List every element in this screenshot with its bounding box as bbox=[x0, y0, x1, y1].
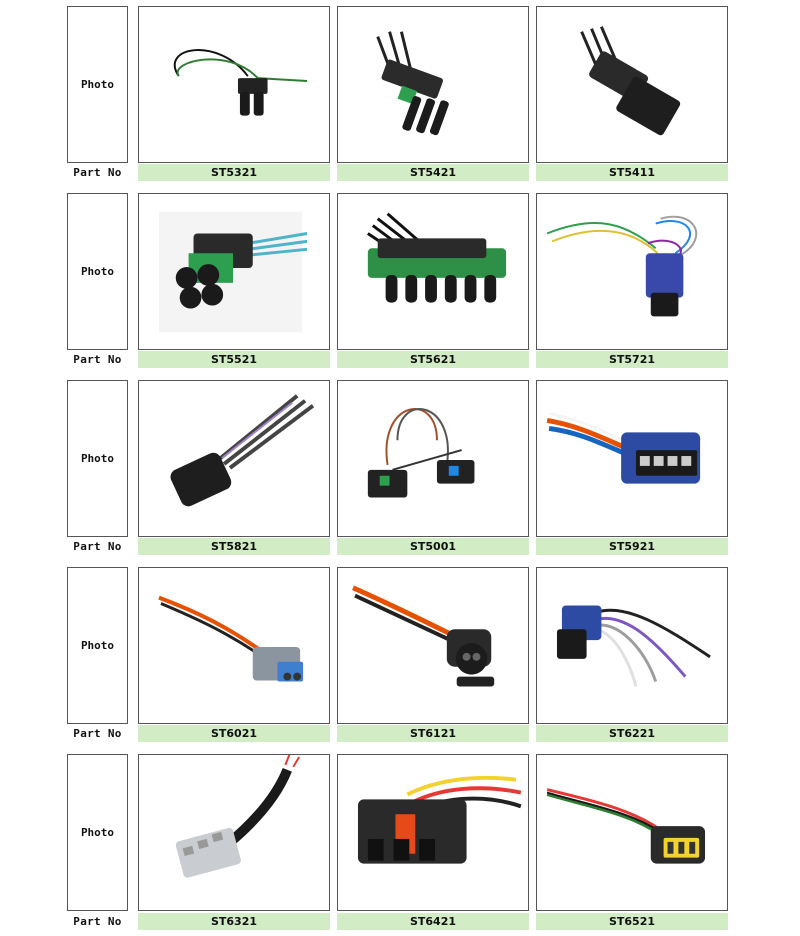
part-number: ST5721 bbox=[536, 351, 728, 368]
part-number: ST5421 bbox=[337, 164, 529, 181]
part-number: ST5001 bbox=[337, 538, 529, 555]
part-number: ST5821 bbox=[138, 538, 330, 555]
product-photo-st5411 bbox=[536, 6, 728, 163]
part-no-label: Part No bbox=[73, 915, 122, 928]
part-no-label: Part No bbox=[73, 540, 122, 553]
photo-label: Photo bbox=[67, 567, 128, 724]
part-number: ST6421 bbox=[337, 913, 529, 930]
product-photo-st5321 bbox=[138, 6, 330, 163]
product-photo-st6021 bbox=[138, 567, 330, 724]
part-number: ST5411 bbox=[536, 164, 728, 181]
part-no-label: Part No bbox=[73, 727, 122, 740]
part-number: ST6021 bbox=[138, 725, 330, 742]
product-photo-st6121 bbox=[337, 567, 529, 724]
product-photo-st5521 bbox=[138, 193, 330, 350]
product-photo-st5421 bbox=[337, 6, 529, 163]
product-photo-st5921 bbox=[536, 380, 728, 537]
product-photo-st6521 bbox=[536, 754, 728, 911]
part-number: ST5321 bbox=[138, 164, 330, 181]
product-photo-st5621 bbox=[337, 193, 529, 350]
part-number: ST6221 bbox=[536, 725, 728, 742]
part-number: ST6121 bbox=[337, 725, 529, 742]
photo-label: Photo bbox=[67, 6, 128, 163]
photo-label: Photo bbox=[67, 754, 128, 911]
product-photo-st6221 bbox=[536, 567, 728, 724]
product-photo-st5001 bbox=[337, 380, 529, 537]
connector-image bbox=[173, 49, 308, 116]
part-number: ST5521 bbox=[138, 351, 330, 368]
part-no-label: Part No bbox=[73, 353, 122, 366]
part-number: ST5921 bbox=[536, 538, 728, 555]
product-photo-st6321 bbox=[138, 754, 330, 911]
part-no-label: Part No bbox=[73, 166, 122, 179]
product-photo-st5721 bbox=[536, 193, 728, 350]
part-number: ST6521 bbox=[536, 913, 728, 930]
photo-label: Photo bbox=[67, 380, 128, 537]
part-number: ST6321 bbox=[138, 913, 330, 930]
part-number: ST5621 bbox=[337, 351, 529, 368]
product-photo-st6421 bbox=[337, 754, 529, 911]
product-photo-st5821 bbox=[138, 380, 330, 537]
photo-label: Photo bbox=[67, 193, 128, 350]
